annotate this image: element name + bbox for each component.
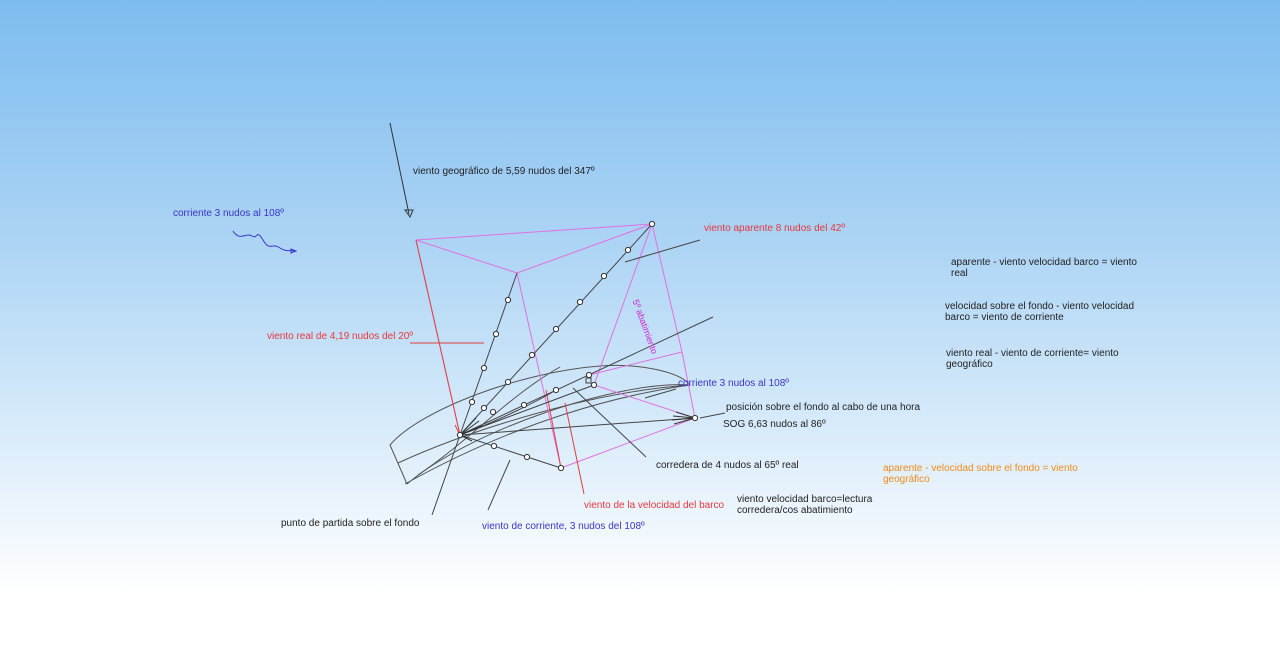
boat-speed-leader: [564, 402, 585, 495]
boat-speed-red-line: [545, 389, 562, 469]
boat-hull: [389, 364, 691, 485]
current-top-label: corriente 3 nudos al 108º: [173, 208, 284, 219]
note-ground-minus-boat: velocidad sobre el fondo - viento veloci…: [945, 301, 1135, 323]
real-wind-red-line: [415, 239, 461, 436]
apparent-wind-label: viento aparente 8 nudos del 42º: [704, 223, 845, 234]
note-apparent-minus-ground: aparente - velocidad sobre el fondo = vi…: [883, 463, 1078, 485]
vector-lines: [431, 223, 726, 516]
corredera-label: corredera de 4 nudos al 65º real: [656, 460, 799, 471]
note-apparent-minus-boat: aparente - viento velocidad barco = vien…: [951, 257, 1137, 279]
magenta-construction: [415, 223, 696, 469]
geo-wind-arrow: [389, 122, 414, 219]
current-wave-icon: [232, 230, 296, 252]
boat-speed-wind-label: viento de la velocidad del barco: [584, 500, 725, 511]
end-angle-marks: [671, 411, 696, 425]
sog-label: SOG 6,63 nudos al 86º: [723, 419, 826, 430]
note-real-minus-current: viento real - viento de corriente= vient…: [946, 348, 1119, 370]
geo-wind-label: viento geográfico de 5,59 nudos del 347º: [413, 166, 595, 177]
position-label: posición sobre el fondo al cabo de una h…: [726, 402, 921, 413]
current-mid-label: corriente 3 nudos al 108º: [678, 378, 789, 389]
real-wind-label: viento real de 4,19 nudos del 20º: [267, 331, 413, 342]
boat-speed-formula-label: viento velocidad barco=lectura corredera…: [737, 494, 873, 516]
current-wave-arrowhead: [290, 248, 298, 254]
node-points: [456, 220, 699, 472]
right-angle-mark: [585, 377, 592, 384]
start-point-label: punto de partida sobre el fondo: [281, 518, 420, 529]
current-wind-label: viento de corriente, 3 nudos del 108º: [482, 521, 645, 532]
